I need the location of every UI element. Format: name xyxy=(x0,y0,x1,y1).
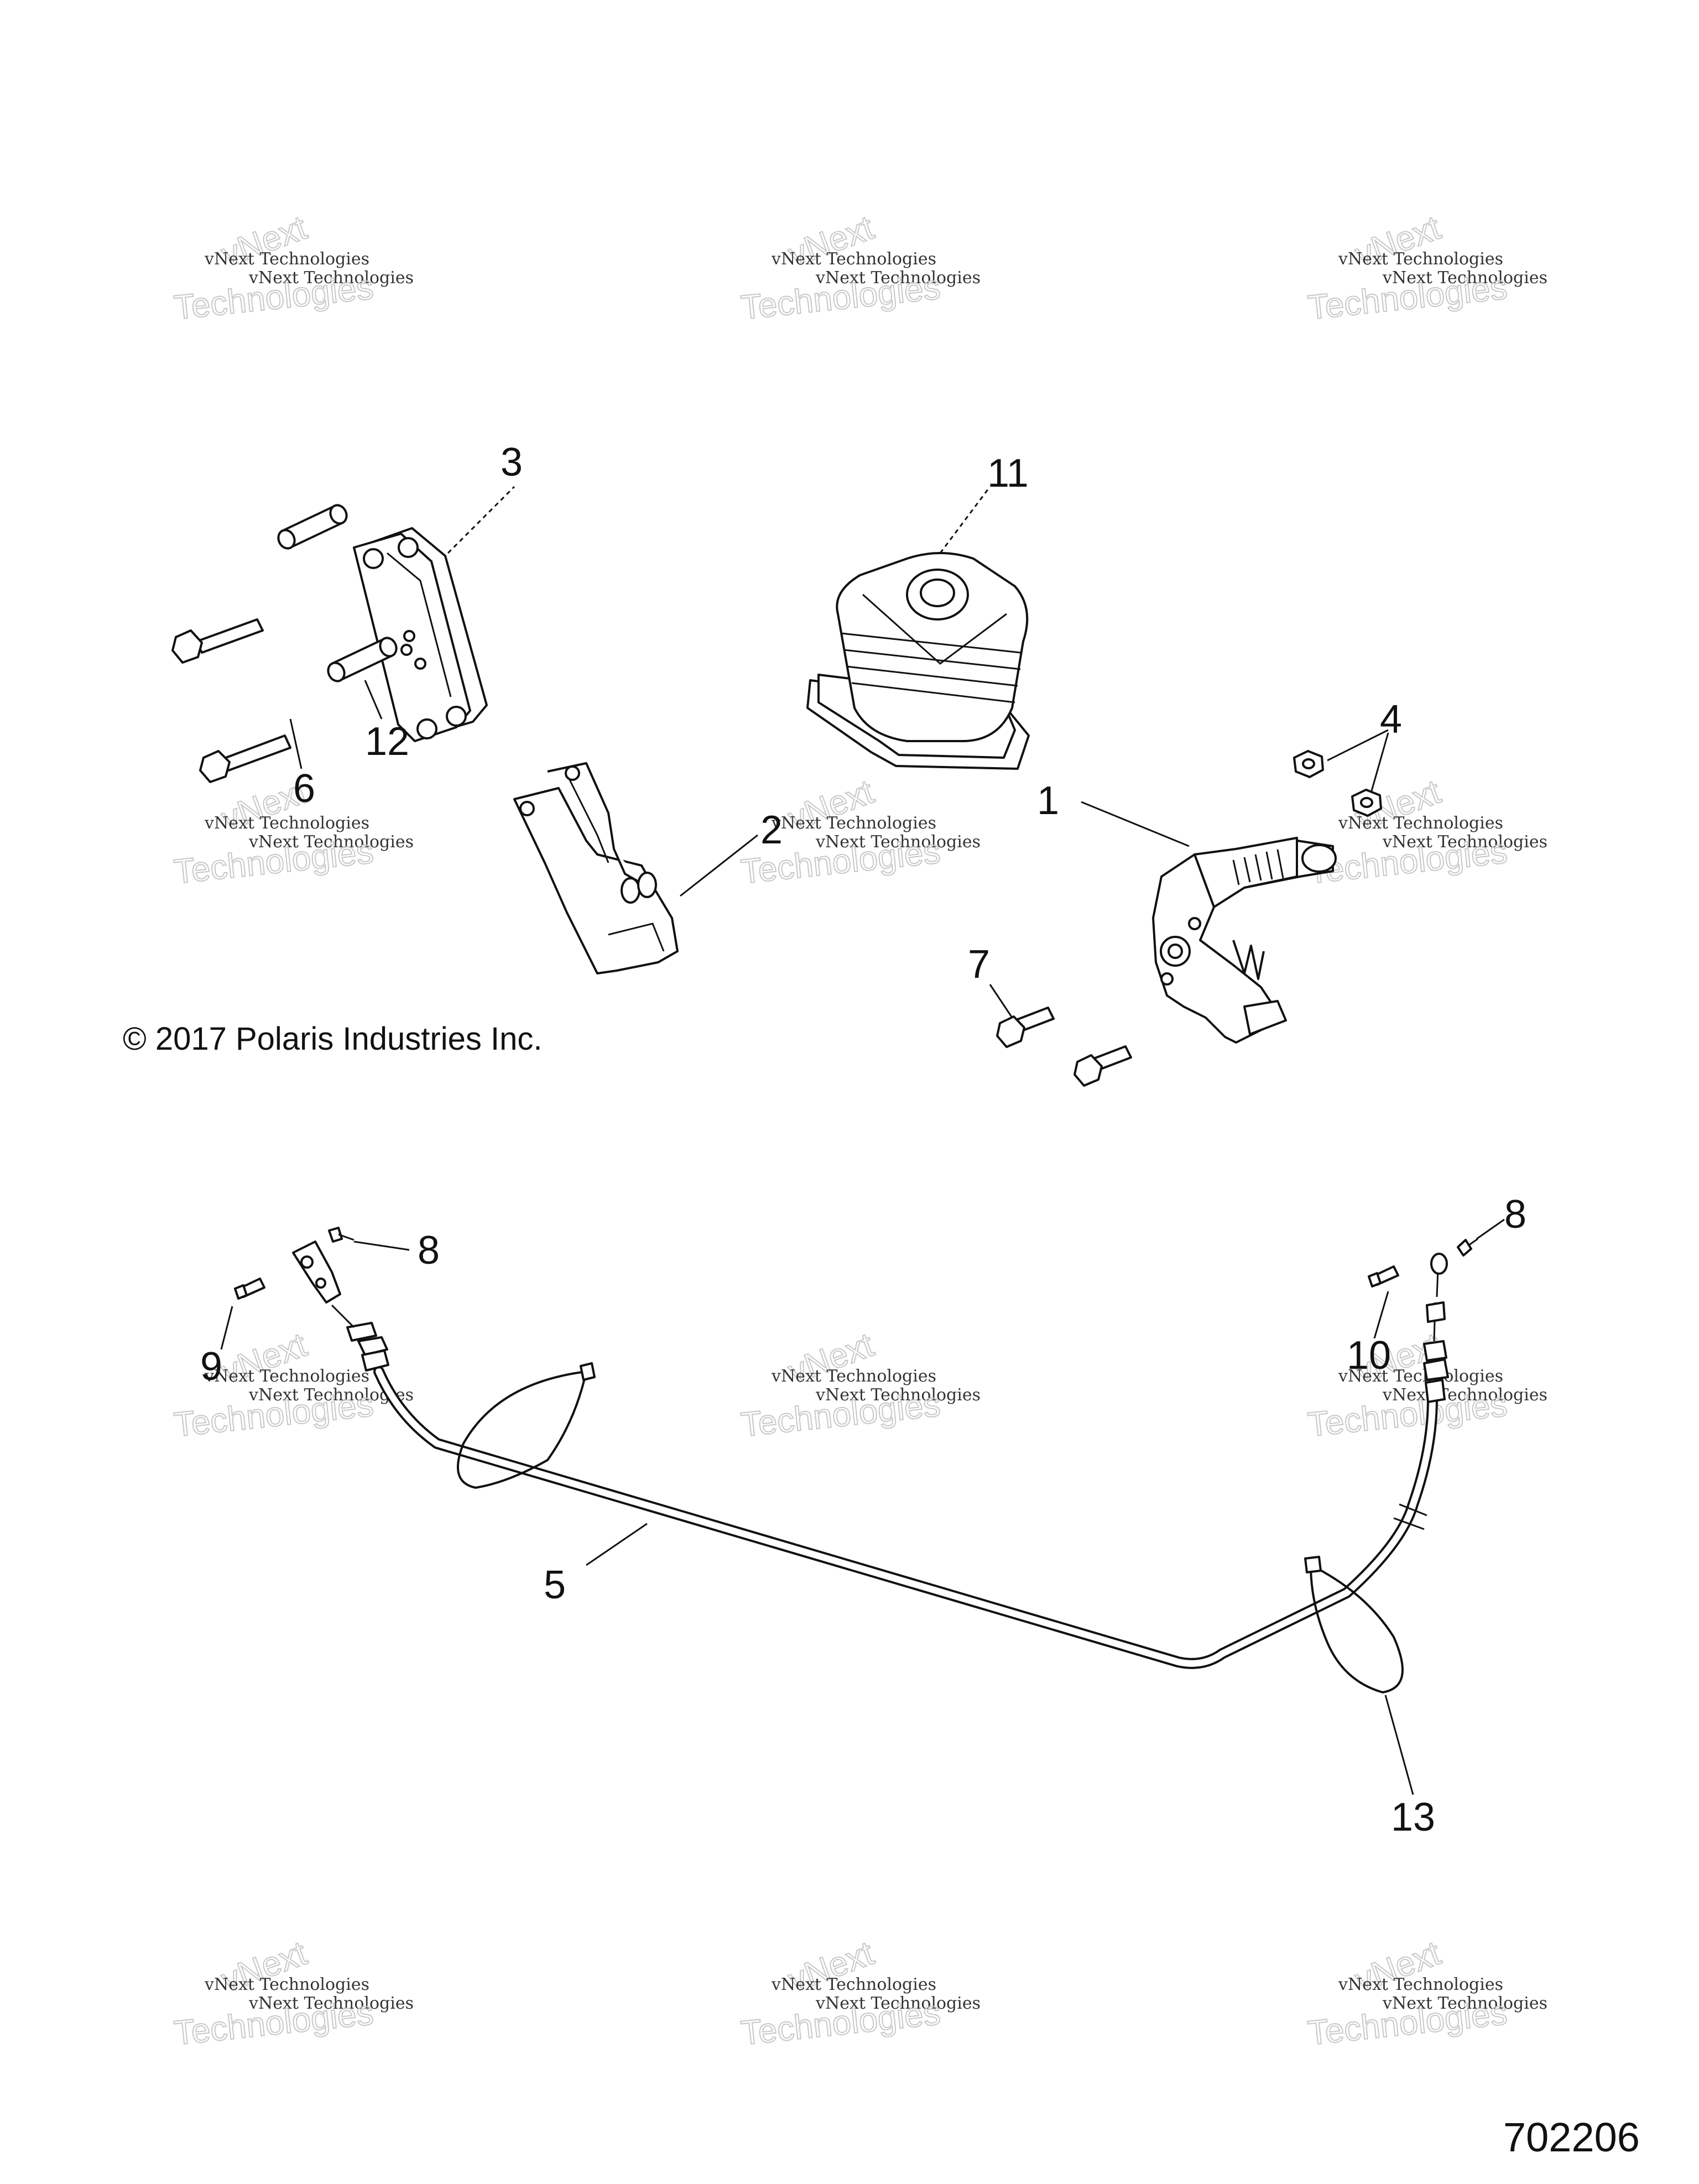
spacer-part-12 xyxy=(277,504,398,720)
watermark-text: vNext Technologies xyxy=(248,268,414,288)
watermarks: vNext vNext Technologies vNext Technolog… xyxy=(171,208,1547,2053)
watermark-text: vNext Technologies xyxy=(204,249,369,269)
nut-part-4 xyxy=(1293,729,1389,817)
watermark-text: vNext Technologies xyxy=(815,1385,981,1405)
watermark-text: vNext Technologies xyxy=(1382,268,1547,288)
bracket-part-2 xyxy=(513,762,758,974)
watermark-text: vNext Technologies xyxy=(815,832,981,852)
watermark-text: vNext Technologies xyxy=(248,1994,414,2013)
document-number: 702206 xyxy=(1503,2114,1640,2160)
handbrake-lever-part-1 xyxy=(1081,801,1337,1044)
watermark-text: vNext Technologies xyxy=(1338,1975,1503,1994)
callout-2: 2 xyxy=(760,808,783,852)
bolt-part-6 xyxy=(171,618,303,783)
callout-5: 5 xyxy=(544,1563,566,1607)
bolt-part-7 xyxy=(989,984,1132,1087)
watermark: vNext vNext Technologies vNext Technolog… xyxy=(738,1325,981,1445)
leader-5 xyxy=(586,1523,648,1566)
watermark: vNext vNext Technologies vNext Technolog… xyxy=(171,1933,414,2053)
watermark: vNext vNext Technologies vNext Technolog… xyxy=(171,208,414,327)
callout-1: 1 xyxy=(1037,779,1059,823)
callout-11: 11 xyxy=(987,451,1029,496)
pin-part-9 xyxy=(220,1278,265,1350)
watermark-text: vNext Technologies xyxy=(1338,249,1503,269)
watermark-text: vNext Technologies xyxy=(771,249,936,269)
callout-13: 13 xyxy=(1391,1795,1435,1839)
callout-4: 4 xyxy=(1380,697,1402,742)
callout-10: 10 xyxy=(1347,1333,1391,1378)
shift-boot-part-11 xyxy=(806,486,1030,770)
watermark-text: vNext Technologies xyxy=(204,814,369,833)
watermark: vNext vNext Technologies vNext Technolog… xyxy=(1305,1933,1547,2053)
watermark-text: vNext Technologies xyxy=(771,1367,936,1386)
watermark: vNext vNext Technologies vNext Technolog… xyxy=(1305,772,1547,892)
watermark-text: vNext Technologies xyxy=(1382,1385,1547,1405)
watermark-text: vNext Technologies xyxy=(815,268,981,288)
watermark: vNext vNext Technologies vNext Technolog… xyxy=(738,208,981,327)
watermark-text: vNext Technologies xyxy=(771,814,936,833)
watermark-text: vNext Technologies xyxy=(1382,832,1547,852)
callout-8-left: 8 xyxy=(418,1228,440,1273)
callout-6: 6 xyxy=(293,767,315,811)
callout-3: 3 xyxy=(501,440,523,484)
pin-part-10 xyxy=(1368,1265,1399,1339)
watermark-text: vNext Technologies xyxy=(248,832,414,852)
watermark-text: vNext Technologies xyxy=(204,1367,369,1386)
brake-cable-part-5 xyxy=(292,1240,1449,1669)
watermark-text: vNext Technologies xyxy=(1338,814,1503,833)
callout-labels: 1 2 3 4 5 6 7 8 8 9 10 11 12 13 xyxy=(200,440,1526,1839)
watermark-text: vNext Technologies xyxy=(204,1975,369,1994)
callout-7: 7 xyxy=(968,942,990,987)
cable-tie-part-13 xyxy=(456,1362,1414,1795)
callout-12: 12 xyxy=(365,720,409,764)
copyright-text: © 2017 Polaris Industries Inc. xyxy=(123,1021,542,1057)
watermark-text: vNext Technologies xyxy=(1338,1367,1503,1386)
callout-9: 9 xyxy=(200,1344,222,1389)
callout-8-right: 8 xyxy=(1504,1192,1526,1237)
clip-part-8 xyxy=(328,1218,1505,1257)
watermark-text: vNext Technologies xyxy=(771,1975,936,1994)
watermark-text: vNext Technologies xyxy=(1382,1994,1547,2013)
mount-plate-part-3 xyxy=(353,486,515,742)
watermark-text: vNext Technologies xyxy=(815,1994,981,2013)
watermark: vNext vNext Technologies vNext Technolog… xyxy=(1305,208,1547,327)
watermark: vNext vNext Technologies vNext Technolog… xyxy=(738,1933,981,2053)
